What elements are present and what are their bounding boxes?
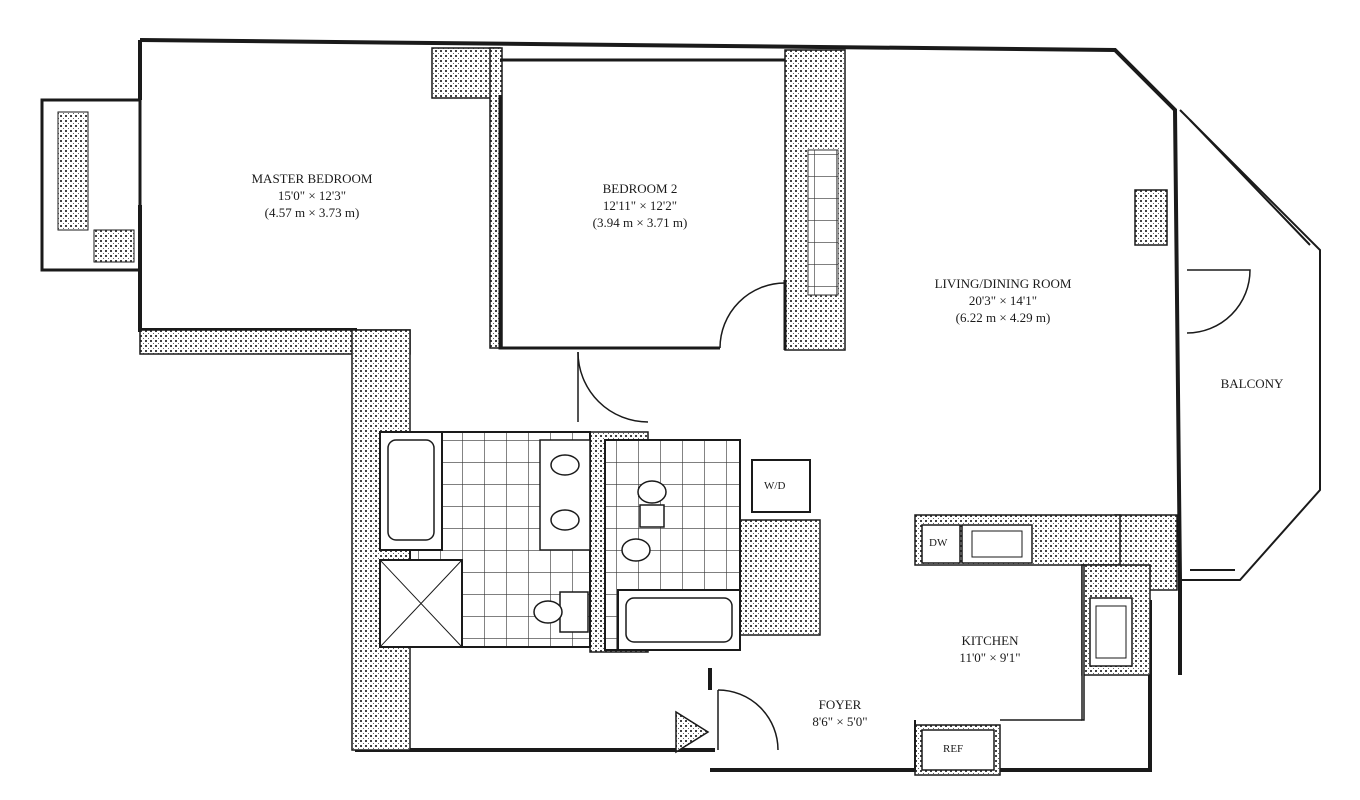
balcony-name: BALCONY <box>1220 376 1284 391</box>
foyer-name: FOYER <box>818 697 862 712</box>
foyer-dims: 8'6" × 5'0" <box>812 714 868 729</box>
bay-window <box>40 98 142 272</box>
washer-dryer-label: W/D <box>764 480 786 492</box>
living-dining-dims-metric: (6.22 m × 4.29 m) <box>955 310 1051 325</box>
master-bath <box>379 431 591 648</box>
kitchen-fixtures <box>914 524 1133 771</box>
master-bedroom-dims: 15'0" × 12'3" <box>277 188 347 203</box>
kitchen-dims: 11'0" × 9'1" <box>959 650 1021 665</box>
balcony-outline <box>1179 109 1321 581</box>
bedroom-2-label: BEDROOM 2 12'11" × 12'2" (3.94 m × 3.71 … <box>593 180 688 231</box>
entry-triangle-icon <box>675 710 710 754</box>
exterior-walls <box>138 38 1182 772</box>
wall-masses <box>139 47 1178 776</box>
living-dining-dims: 20'3" × 14'1" <box>968 293 1038 308</box>
bedroom-2-name: BEDROOM 2 <box>602 181 678 196</box>
bedroom-2-dims-metric: (3.94 m × 3.71 m) <box>592 215 688 230</box>
dishwasher-label: DW <box>929 537 948 549</box>
bedroom-2-dims: 12'11" × 12'2" <box>602 198 678 213</box>
closet-shelf <box>807 149 839 296</box>
washer-dryer-closet <box>751 459 811 513</box>
kitchen-name: KITCHEN <box>961 633 1019 648</box>
kitchen-label: KITCHEN 11'0" × 9'1" <box>959 632 1020 666</box>
master-bedroom-dims-metric: (4.57 m × 3.73 m) <box>264 205 360 220</box>
second-bath <box>604 439 741 651</box>
balcony-label: BALCONY <box>1221 375 1284 392</box>
living-dining-name: LIVING/DINING ROOM <box>934 276 1072 291</box>
living-dining-label: LIVING/DINING ROOM 20'3" × 14'1" (6.22 m… <box>935 275 1072 326</box>
master-bedroom-name: MASTER BEDROOM <box>251 171 373 186</box>
foyer-label: FOYER 8'6" × 5'0" <box>812 696 867 730</box>
refrigerator-label: REF <box>943 743 964 755</box>
doors <box>577 269 1251 751</box>
master-bedroom-label: MASTER BEDROOM 15'0" × 12'3" (4.57 m × 3… <box>252 170 373 221</box>
